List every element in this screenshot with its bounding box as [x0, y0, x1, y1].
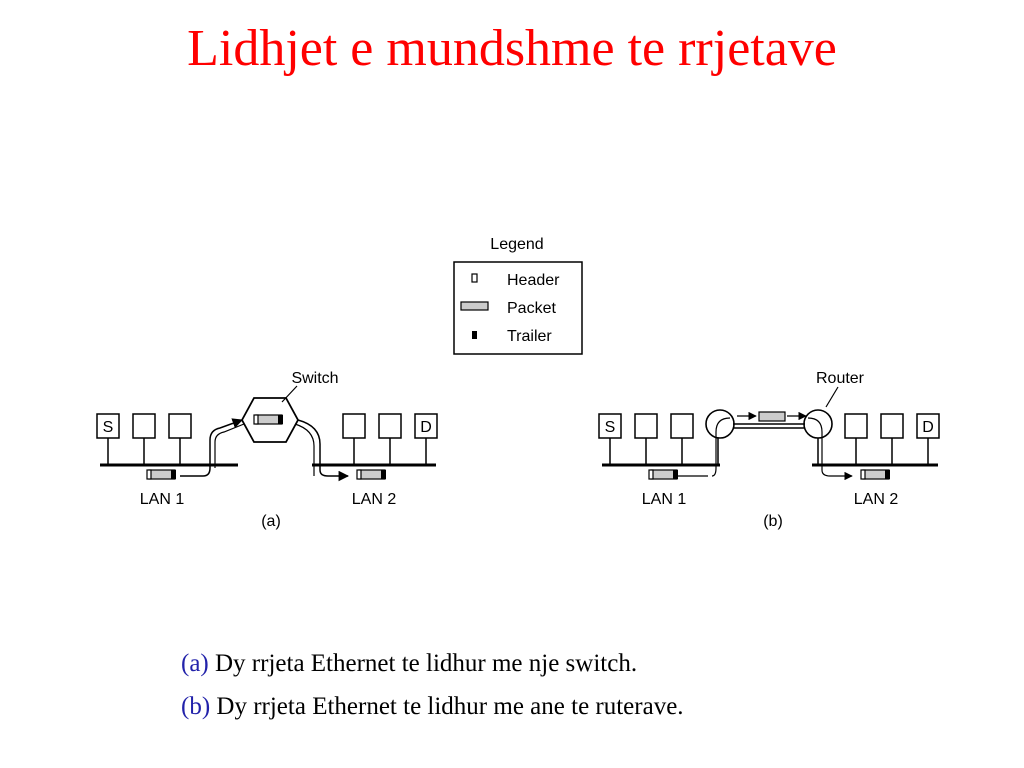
- packet-icon: [758, 411, 786, 422]
- diagram-a: [96, 385, 438, 482]
- packet-icon: [460, 301, 489, 311]
- diagram-b-labels: Router S D LAN 1 LAN 2 (b): [605, 370, 934, 530]
- flow-arrow-to-switch: [180, 418, 243, 477]
- host: [670, 413, 694, 439]
- trailer-icon: [885, 470, 890, 479]
- trailer-icon: [171, 470, 176, 479]
- flow-line: [214, 423, 245, 468]
- router-label: Router: [816, 370, 865, 387]
- host: [378, 413, 402, 439]
- host: [168, 413, 192, 439]
- source-host: [96, 413, 120, 439]
- lan2-label: LAN 2: [854, 491, 899, 508]
- legend-item-packet: Packet: [507, 300, 556, 317]
- sublabel-b: (b): [763, 513, 783, 530]
- router-icon: [803, 409, 833, 439]
- source-host: [598, 413, 622, 439]
- switch-label: Switch: [291, 370, 338, 387]
- lan1-label: LAN 1: [140, 491, 185, 508]
- trailer-icon: [381, 470, 386, 479]
- host: [844, 413, 868, 439]
- diagram-a-labels: Switch S D LAN 1 LAN 2 (a): [103, 370, 432, 530]
- header-icon: [648, 469, 654, 480]
- switch-pointer: [281, 385, 298, 403]
- trailer-icon: [278, 415, 283, 424]
- lan2-label: LAN 2: [352, 491, 397, 508]
- host: [132, 413, 156, 439]
- dest-label: D: [420, 419, 432, 436]
- header-icon: [253, 414, 259, 425]
- caption-a-text: Dy rrjeta Ethernet te lidhur me nje swit…: [208, 650, 638, 677]
- diagram-b: [598, 386, 940, 481]
- legend: Legend Header Packet Trailer: [453, 236, 583, 355]
- lan1-label: LAN 1: [642, 491, 687, 508]
- header-icon: [146, 469, 152, 480]
- legend-title: Legend: [490, 236, 543, 253]
- caption-a-tag: (a): [181, 650, 209, 677]
- dest-host: [414, 413, 438, 439]
- legend-item-header: Header: [507, 272, 560, 289]
- dest-host: [916, 413, 940, 439]
- flow-line: [294, 423, 315, 476]
- sublabel-a: (a): [261, 513, 281, 530]
- source-label: S: [605, 419, 616, 436]
- header-icon: [356, 469, 362, 480]
- caption-a: (a) Dy rrjeta Ethernet te lidhur me nje …: [181, 650, 637, 678]
- host: [634, 413, 658, 439]
- caption-b-text: Dy rrjeta Ethernet te lidhur me ane te r…: [210, 693, 684, 720]
- dest-label: D: [922, 419, 934, 436]
- host: [880, 413, 904, 439]
- flow-arrow-from-switch: [297, 419, 350, 482]
- page-title: Lidhjet e mundshme te rrjetave: [187, 20, 837, 77]
- caption-b: (b) Dy rrjeta Ethernet te lidhur me ane …: [181, 693, 684, 721]
- router-icon: [705, 409, 735, 439]
- source-label: S: [103, 419, 114, 436]
- trailer-icon: [472, 331, 477, 339]
- header-icon: [471, 273, 478, 283]
- host: [342, 413, 366, 439]
- router-pointer: [825, 386, 839, 408]
- caption-b-tag: (b): [181, 693, 211, 720]
- flow-line: [711, 417, 731, 477]
- header-icon: [860, 469, 866, 480]
- trailer-icon: [673, 470, 678, 479]
- flow-arrow: [807, 417, 853, 481]
- legend-item-trailer: Trailer: [507, 328, 552, 345]
